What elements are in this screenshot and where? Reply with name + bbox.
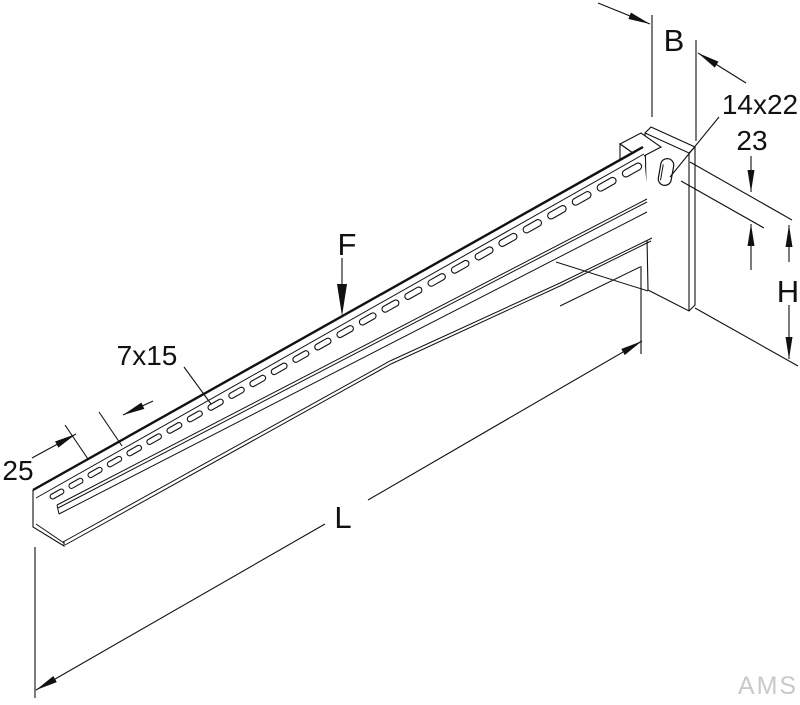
arm-front-lip-edge [58, 211, 648, 515]
dim-H-label: H [777, 274, 799, 309]
dim-25-label: 25 [2, 455, 33, 486]
dim-H-ext-bottom [694, 307, 799, 367]
perforation-slot [427, 273, 446, 287]
dim-14x22-label: 14x22 [722, 89, 798, 120]
dim-7x15-label: 7x15 [117, 340, 178, 371]
perforation-slot [498, 232, 518, 247]
perforation-slot [474, 246, 494, 261]
arm-silhouette [33, 147, 652, 545]
arm-to-plate-bottom-edge [555, 261, 649, 292]
perforation-slot [596, 176, 617, 192]
perforation-slot [249, 374, 267, 388]
perforation-slot [547, 205, 567, 220]
perforation-slot [381, 299, 400, 313]
dim-B-label: B [664, 23, 685, 58]
perforation-slot [126, 444, 143, 457]
perforation-slot [146, 433, 163, 445]
dim-25-arrow-1 [31, 433, 77, 459]
dim-25-arrow-2 [122, 400, 154, 416]
perforation-slot [49, 488, 65, 500]
leader-14x22 [669, 116, 720, 178]
dim-L-label: L [334, 500, 351, 535]
dim-L-line-left [35, 523, 326, 691]
perforation-slot [166, 421, 183, 434]
arm-front-fold-line-1 [56, 198, 648, 506]
perforation-slot [87, 466, 103, 479]
watermark-text: AMS [738, 672, 798, 700]
dimension-labels: B 14x22 23 H F 7x15 25 L AMS [2, 23, 799, 700]
perforation-slot [571, 191, 592, 206]
arm-left-end-lip [35, 523, 65, 544]
arm-web-bottom-edge-1 [62, 237, 653, 543]
dim-23-ext-bottom [680, 180, 765, 229]
arm-left-end-fold [56, 504, 60, 515]
dim-B-arrow-right [697, 52, 747, 84]
dim-25-tick-2 [98, 411, 123, 447]
perforation-slot [621, 162, 643, 178]
arm-left-end-cap [32, 490, 65, 547]
arm-bottom-lip-line [559, 266, 641, 307]
wall-slot-14x22 [657, 158, 675, 186]
perforation-slot [522, 219, 543, 234]
dim-25-tick-1 [64, 424, 89, 460]
wall-plate [644, 126, 696, 312]
dim-F-label: F [338, 227, 357, 262]
dim-23-ext-top [689, 161, 793, 221]
wall-plate-silhouette [644, 126, 696, 312]
perforation-slot [358, 312, 377, 326]
perforation-slot [270, 362, 288, 376]
perforation-slot [450, 259, 470, 274]
perforation-slot [68, 477, 84, 489]
perforation-slots [49, 162, 643, 500]
arm-top-thickness-line [35, 153, 645, 499]
arm-front-fold-line-2 [57, 201, 648, 509]
perforation-slot [314, 337, 332, 351]
perforation-slot [186, 410, 203, 423]
perforation-slot [292, 350, 310, 363]
leader-7x15 [183, 366, 212, 405]
perforation-slot [404, 286, 423, 300]
perforation-slot [106, 455, 123, 468]
dim-23-label: 23 [736, 125, 767, 156]
arm-top-back-edge [32, 145, 644, 492]
dimension-lines [31, 2, 799, 698]
perforation-slot [207, 398, 224, 411]
perforation-slot [336, 325, 354, 339]
arm-web-bottom-edge-2 [64, 240, 652, 546]
perforation-slot [228, 386, 245, 399]
dim-B-arrow-left [597, 2, 651, 25]
bracket-arm [32, 145, 653, 547]
dim-L-line-right [367, 340, 643, 501]
dim-F-arrowhead [337, 284, 347, 316]
